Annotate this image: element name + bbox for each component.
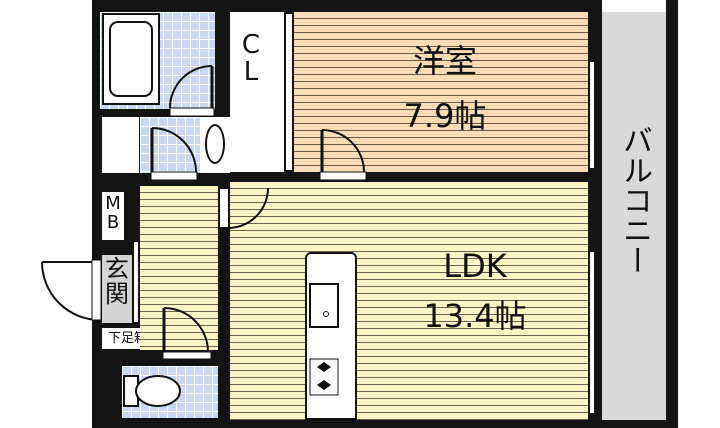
western-room-door-icon [319,129,367,181]
entrance-step [132,240,140,324]
window [588,60,596,170]
closet-label: CL [241,30,261,88]
balcony-rail [666,0,678,428]
hall-door[interactable] [219,188,229,228]
stove-icon [309,358,339,396]
western-room-name: 洋室 [412,42,477,80]
meter-box: MB [102,192,124,240]
sink [309,283,339,328]
western-room-size: 7.9帖 [403,97,487,135]
closet [230,12,284,172]
ldk-window [588,250,596,415]
bottom-wall [92,420,678,428]
hallway [140,186,218,350]
closet-door[interactable] [284,12,294,172]
ldk-size: 13.4帖 [423,297,527,335]
washbasin [200,117,230,173]
bathroom-door-icon [169,65,215,117]
ldk-door-icon [227,187,269,229]
entrance: 玄関 [102,255,132,323]
ldk [230,182,588,420]
washroom-door-icon [150,127,198,181]
ldk-name: LDK [443,247,507,285]
toilet-icon [123,375,181,407]
washroom [140,117,200,173]
washing-machine-space [102,117,139,173]
balcony-label: バルコニー [617,125,652,275]
bathtub [102,13,160,105]
toilet-door-icon [162,307,212,360]
front-door-icon[interactable] [40,258,102,324]
western-room [294,12,588,172]
balcony [602,12,666,420]
